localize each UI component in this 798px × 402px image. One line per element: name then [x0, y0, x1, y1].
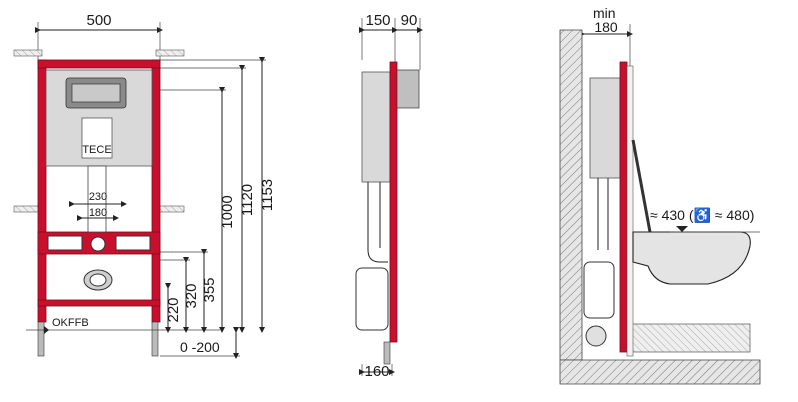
side-foot — [383, 341, 391, 365]
foot-left — [37, 321, 45, 357]
adjust-range-label: 0 -200 — [180, 339, 220, 355]
side-view: 150 90 160 — [355, 12, 423, 380]
toilet-seat-lid — [631, 139, 652, 233]
floor-marker-label: OKFFB — [52, 317, 89, 329]
side-flush-plate — [396, 69, 420, 109]
flush-outlet — [90, 236, 106, 252]
frame-top-rail — [37, 59, 161, 69]
foot-right — [151, 321, 159, 357]
height-320-label: 320 — [183, 283, 200, 308]
install-view: min 180 ≈ 430 (♿ ≈ 480) — [559, 5, 761, 385]
wall-section — [559, 29, 583, 361]
side-flush-pipe — [367, 182, 388, 263]
cistern-label-plate — [81, 117, 113, 159]
floor-screed — [629, 323, 751, 353]
bracket-top-right — [155, 49, 185, 57]
foot-160-label: 160 — [364, 363, 389, 380]
seat-height-label: ≈ 430 (♿ ≈ 480) — [650, 207, 754, 224]
mount-slot-right — [115, 235, 151, 251]
mount-slot-left — [47, 235, 83, 251]
brand-label: TECE — [82, 144, 111, 156]
min-label: min — [593, 5, 616, 21]
min-180-label: 180 — [594, 19, 618, 35]
bracket-top-left — [13, 49, 43, 57]
wall-panel — [626, 65, 634, 357]
height-1153-label: 1153 — [259, 179, 276, 211]
height-1120-label: 1120 — [239, 184, 256, 216]
frame-right-post — [151, 59, 161, 323]
frame-bottom-rail — [37, 299, 161, 307]
front-view: 500 TECE 230 180 OKFFB — [13, 12, 276, 359]
height-220-label: 220 — [165, 297, 182, 322]
install-frame-post — [619, 61, 628, 353]
toilet-bowl — [632, 231, 751, 285]
side-cistern — [361, 71, 391, 183]
depth-90-label: 90 — [401, 12, 418, 29]
depth-150-label: 150 — [365, 12, 390, 29]
pipe-spacing-inner-label: 180 — [89, 207, 107, 219]
pipe-spacing-outer-label: 230 — [89, 191, 107, 203]
install-drain — [585, 325, 607, 347]
height-1000-label: 1000 — [219, 195, 236, 228]
height-355-label: 355 — [201, 277, 218, 302]
floor-section — [559, 359, 761, 385]
install-cistern — [589, 77, 621, 179]
frame-left-post — [37, 59, 47, 323]
side-frame-post — [389, 61, 398, 343]
side-drain-bend — [355, 267, 389, 331]
width-label: 500 — [86, 12, 111, 29]
